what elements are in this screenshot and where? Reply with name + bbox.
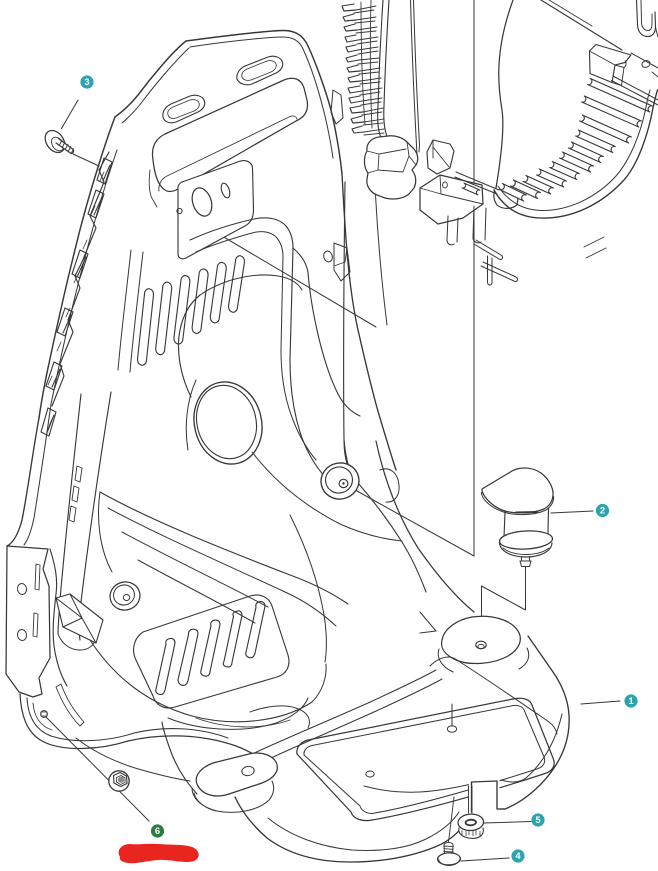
svg-text:6: 6 — [155, 825, 160, 836]
svg-text:1: 1 — [628, 695, 633, 706]
svg-text:5: 5 — [535, 814, 540, 825]
svg-text:3: 3 — [84, 76, 89, 87]
svg-text:4: 4 — [515, 850, 521, 861]
svg-text:2: 2 — [600, 505, 605, 516]
